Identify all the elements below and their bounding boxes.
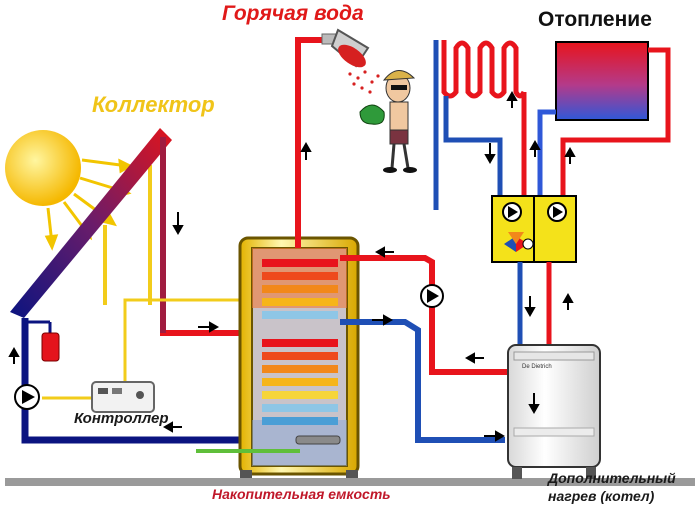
collector-label: Коллектор xyxy=(92,92,215,117)
boiler-return-pipe xyxy=(340,319,505,443)
radiator-icon xyxy=(555,41,649,121)
solar-return-pipe xyxy=(21,318,300,444)
boiler-brand-label: De Dietrich xyxy=(522,364,552,370)
floor-heating-coil xyxy=(433,40,527,210)
controller-box xyxy=(91,381,155,413)
storage-tank xyxy=(238,236,360,478)
heating-label: Отопление xyxy=(538,8,652,31)
radiator-supply-pipe xyxy=(560,47,671,210)
hot-water-pipe xyxy=(295,37,330,248)
mixing-valve-icon xyxy=(504,232,534,252)
controller-label: Контроллер xyxy=(74,410,169,427)
radiator-return-pipe xyxy=(537,109,556,210)
pump-icon xyxy=(420,284,444,308)
person-icon xyxy=(359,70,417,173)
expansion-tank-icon xyxy=(25,320,60,362)
solar-collector xyxy=(10,128,172,318)
storage-tank-label: Накопительная емкость xyxy=(212,486,391,502)
flow-arrows xyxy=(8,90,576,442)
pump-group xyxy=(491,195,577,263)
boiler-icon xyxy=(507,344,601,479)
floor-bar xyxy=(5,478,695,486)
collector-frame xyxy=(103,165,152,305)
aux-heating-label-line1: Дополнительный xyxy=(548,470,676,486)
pump-icon xyxy=(14,384,40,410)
aux-heating-label-line2: нагрев (котел) xyxy=(548,488,655,504)
boiler-hot-pipe xyxy=(340,255,560,375)
shower-icon xyxy=(321,28,380,94)
hot-water-label: Горячая вода xyxy=(222,2,364,25)
